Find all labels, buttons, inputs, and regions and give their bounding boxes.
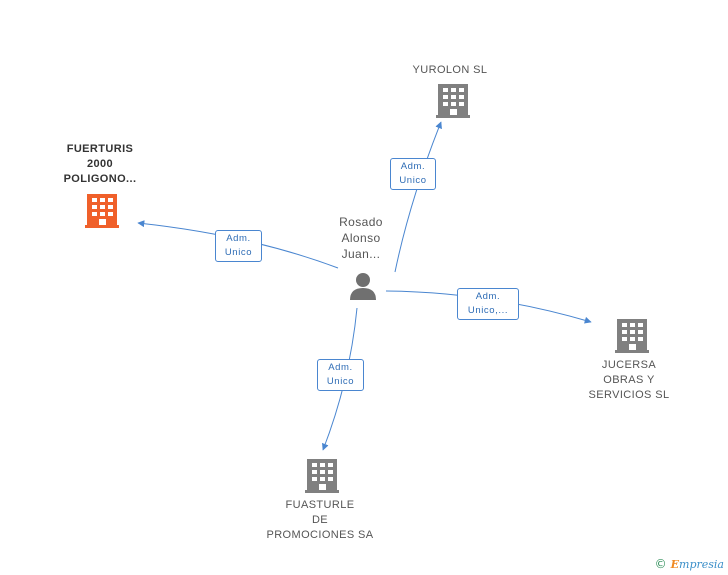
company-name-line: 2000 xyxy=(86,158,114,170)
person-name[interactable]: Rosado Alonso Juan... xyxy=(328,214,394,262)
company-name-line: YUROLON SL xyxy=(412,64,488,76)
company-name-line: SERVICIOS SL xyxy=(588,389,670,401)
building-icon[interactable] xyxy=(436,84,470,118)
company-name-line: FUASTURLE xyxy=(285,499,355,511)
company-label-jucersa[interactable]: JUCERSA OBRAS Y SERVICIOS SL xyxy=(574,358,684,403)
building-icon[interactable] xyxy=(305,459,339,493)
company-name-line: OBRAS Y xyxy=(603,374,655,386)
relation-label-fuerturis[interactable]: Adm. Unico xyxy=(215,230,262,262)
company-name-line: FUERTURIS xyxy=(66,143,134,155)
relation-line: Adm. xyxy=(226,233,251,244)
company-label-yurolon[interactable]: YUROLON SL xyxy=(400,63,500,78)
person-name-line: Alonso xyxy=(341,231,381,245)
relation-line: Adm. xyxy=(475,291,501,302)
company-name-line: POLIGONO... xyxy=(63,173,137,185)
relation-line: Adm. xyxy=(400,161,426,172)
relation-line: Unico xyxy=(399,175,427,186)
relation-line: Unico xyxy=(326,376,355,387)
relation-line: Adm. xyxy=(328,362,353,373)
person-icon[interactable] xyxy=(350,273,376,300)
company-label-fuasturle[interactable]: FUASTURLE DE PROMOCIONES SA xyxy=(260,498,380,543)
relation-label-jucersa[interactable]: Adm. Unico,... xyxy=(457,288,519,320)
company-label-fuerturis[interactable]: FUERTURIS 2000 POLIGONO... xyxy=(50,142,150,187)
relation-label-fuasturle[interactable]: Adm. Unico xyxy=(317,359,364,391)
edge-to-yurolon xyxy=(394,121,442,273)
brand-name: mpresia xyxy=(679,558,724,571)
building-icon[interactable] xyxy=(615,319,649,353)
brand-logo: ©Empresia xyxy=(655,557,724,571)
company-name-line: JUCERSA xyxy=(601,359,657,371)
person-name-line: Rosado xyxy=(339,215,383,229)
copyright-icon: © xyxy=(654,557,667,571)
brand-initial: E xyxy=(670,558,680,571)
person-name-line: Juan... xyxy=(341,247,381,261)
company-name-line: DE xyxy=(311,514,329,526)
building-icon[interactable] xyxy=(85,194,119,228)
relation-line: Unico xyxy=(224,247,253,258)
relation-label-yurolon[interactable]: Adm. Unico xyxy=(390,158,436,190)
company-name-line: PROMOCIONES SA xyxy=(266,529,374,541)
relation-line: Unico,... xyxy=(467,305,509,316)
